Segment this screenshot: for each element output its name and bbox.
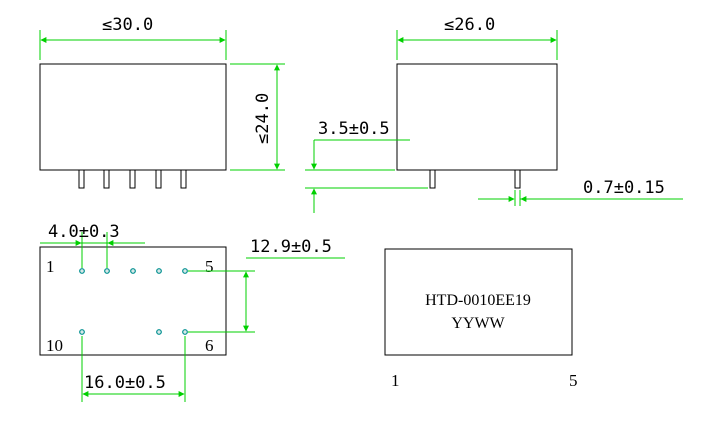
front-body-outline (39, 63, 227, 171)
front-width-dimension: ≤30.0 (39, 15, 227, 60)
pin-diameter-dimension: 0.7±0.15 (478, 178, 683, 206)
front-view: ≤30.0 ≤24.0 (39, 15, 285, 189)
pin-label-5: 5 (205, 257, 214, 276)
pin-pitch-label: 4.0±0.3 (48, 222, 120, 242)
marking-body-outline (384, 248, 573, 356)
side-width-dimension: ≤26.0 (396, 15, 558, 60)
marking-pin-label-1: 1 (391, 371, 400, 390)
pin-holes (79, 268, 188, 335)
pin-length-dimension: 3.5±0.5 (305, 119, 428, 213)
pin-hole (79, 268, 85, 274)
side-width-label: ≤26.0 (444, 15, 495, 35)
pin-length-label: 3.5±0.5 (318, 119, 390, 139)
row-spacing-dimension: 12.9±0.5 (188, 237, 345, 333)
pin-span-label: 16.0±0.5 (84, 373, 166, 393)
pin-hole (130, 268, 136, 274)
pin-hole (79, 329, 85, 335)
bottom-body-outline (39, 246, 227, 356)
marking-pin-label-5: 5 (569, 371, 578, 390)
pin-label-6: 6 (205, 336, 214, 355)
part-number-text: HTD-0010EE19 (425, 292, 531, 309)
row-spacing-label: 12.9±0.5 (250, 237, 332, 257)
pin-label-10: 10 (46, 336, 63, 355)
pin-hole (182, 268, 188, 274)
height-dimension: ≤24.0 (230, 63, 285, 171)
pin-diameter-label: 0.7±0.15 (583, 178, 665, 198)
pin-hole (104, 268, 110, 274)
pin-span-dimension: 16.0±0.5 (81, 336, 186, 402)
height-label: ≤24.0 (253, 93, 273, 144)
date-code-text: YYWW (451, 315, 505, 332)
front-pins (78, 169, 187, 189)
front-width-label: ≤30.0 (102, 15, 153, 35)
pin-hole (156, 329, 162, 335)
marking-view: HTD-0010EE19 YYWW 1 5 (384, 248, 578, 390)
bottom-view: 1 5 10 6 4.0±0.3 12 (39, 222, 345, 402)
pin-hole (156, 268, 162, 274)
side-view: ≤26.0 3.5±0.5 0.7±0.15 (305, 15, 683, 213)
pin-label-1: 1 (46, 257, 55, 276)
side-body-outline (396, 63, 558, 171)
pin-hole (182, 329, 188, 335)
side-pin-right (514, 169, 521, 189)
side-pin-left (429, 169, 436, 189)
pin-pitch-dimension: 4.0±0.3 (40, 222, 145, 268)
